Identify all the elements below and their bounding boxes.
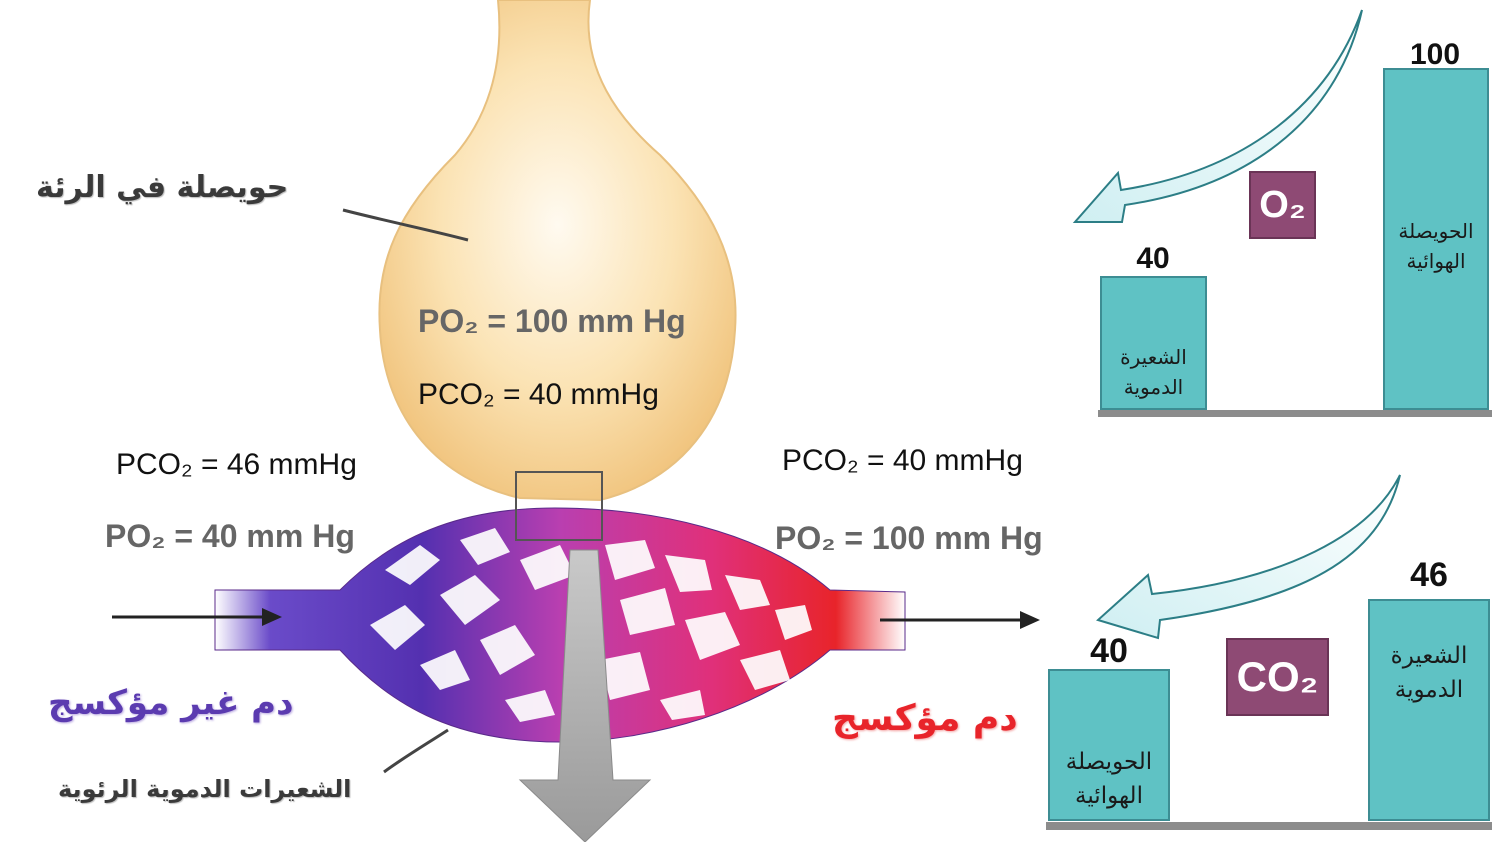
outflow-arrow bbox=[880, 611, 1040, 629]
o2-baseline bbox=[1098, 410, 1492, 417]
o2-gas-box: O₂ bbox=[1249, 171, 1316, 239]
o2-left-bar: الشعيرة الدموية bbox=[1100, 276, 1207, 410]
capillary-network bbox=[370, 528, 812, 722]
alveolus-pco2: PCO₂ = 40 mmHg bbox=[418, 378, 659, 411]
o2-right-bar-label: الحويصلة الهوائية bbox=[1398, 219, 1474, 273]
co2-right-bar-label: الشعيرة الدموية bbox=[1390, 643, 1468, 703]
alveolus-shape bbox=[378, 0, 737, 502]
capillary-vessel bbox=[214, 507, 906, 743]
o2-left-value: 40 bbox=[1136, 242, 1170, 275]
outflow-pco2: PCO₂ = 40 mmHg bbox=[782, 444, 1023, 477]
outflow-po2: PO₂ = 100 mm Hg bbox=[775, 520, 1043, 556]
co2-curved-arrow bbox=[1096, 474, 1401, 640]
co2-left-bar-label: الحويصلة الهوائية bbox=[1065, 749, 1153, 809]
co2-baseline bbox=[1046, 822, 1492, 830]
o2-right-bar: الحويصلة الهوائية bbox=[1383, 68, 1489, 410]
diffusion-down-arrow bbox=[518, 549, 652, 842]
o2-left-bar-label: الشعيرة الدموية bbox=[1120, 345, 1187, 399]
capillaries-label: الشعيرات الدموية الرئوية bbox=[58, 775, 352, 803]
alveolus-label: حويصلة في الرئة bbox=[36, 170, 289, 205]
inflow-pco2: PCO₂ = 46 mmHg bbox=[116, 448, 357, 481]
co2-gas-box: CO₂ bbox=[1226, 638, 1329, 716]
oxygenated-blood-label: دم مؤكسج bbox=[832, 698, 1018, 739]
o2-right-value: 100 bbox=[1409, 38, 1461, 71]
magnification-box bbox=[515, 471, 603, 541]
o2-curved-arrow bbox=[1072, 9, 1363, 223]
co2-left-value: 40 bbox=[1090, 632, 1128, 670]
inflow-arrow bbox=[112, 608, 282, 626]
alveolus-po2: PO₂ = 100 mm Hg bbox=[418, 303, 686, 339]
co2-left-bar: الحويصلة الهوائية bbox=[1048, 669, 1170, 821]
co2-right-bar: الشعيرة الدموية bbox=[1368, 599, 1490, 821]
deoxygenated-blood-label: دم غير مؤكسج bbox=[48, 683, 294, 723]
inflow-po2: PO₂ = 40 mm Hg bbox=[105, 518, 355, 554]
alveolus-pointer-line bbox=[342, 208, 469, 242]
capillaries-pointer-line bbox=[383, 728, 449, 774]
co2-right-value: 46 bbox=[1410, 556, 1448, 594]
